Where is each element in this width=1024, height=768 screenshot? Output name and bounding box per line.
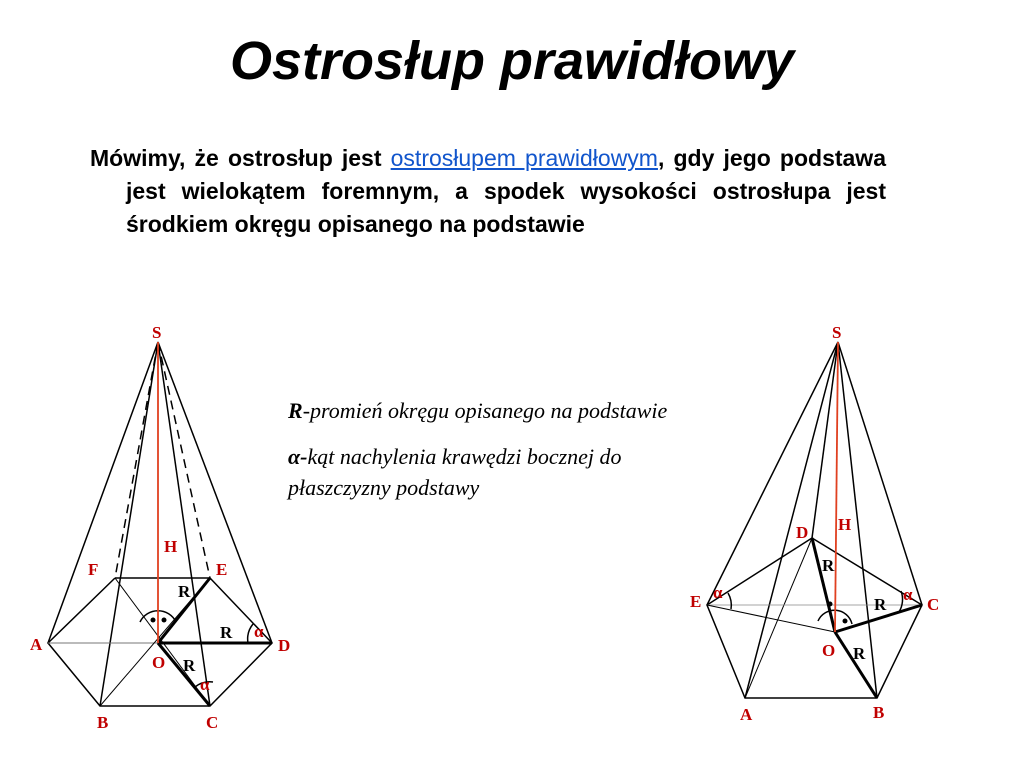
hex-label-O: O (152, 653, 165, 672)
hex-label-C: C (206, 713, 218, 732)
legend-item-angle: α-kąt nachylenia krawędzi bocznej do pła… (288, 441, 678, 503)
hex-base-front-edges (46, 577, 274, 707)
hex-label-A: A (30, 635, 43, 654)
hex-label-H: H (164, 537, 177, 556)
hex-edge-SB (99, 341, 159, 707)
pent-label-S: S (832, 323, 841, 342)
hex-label-alpha-D: α (254, 622, 264, 641)
pent-edge-SE (706, 341, 839, 606)
hex-label-D: D (278, 636, 290, 655)
hex-label-E: E (216, 560, 227, 579)
pent-label-B: B (873, 703, 884, 722)
pent-angle-arc-C (898, 590, 904, 613)
pent-label-R-OC: R (874, 595, 887, 614)
hex-label-alpha-C: α (200, 675, 210, 694)
pent-radius-OC (834, 603, 923, 634)
hex-radius-OE (156, 577, 212, 644)
page-title: Ostrosłup prawidłowy (229, 31, 795, 91)
hex-right-angle-dot-left (150, 617, 156, 623)
hex-radius-OC (156, 642, 212, 707)
legend-symbol-angle: α- (288, 444, 308, 469)
legend-item-radius: R-promień okręgu opisanego na podstawie (288, 395, 678, 426)
pent-radius-OD (810, 537, 837, 633)
legend: R-promień okręgu opisanego na podstawie … (288, 395, 678, 518)
pent-edge-SA (744, 341, 839, 699)
hex-right-angle-dot-right (161, 617, 167, 623)
hex-label-B: B (97, 713, 108, 732)
hex-edge-SA (47, 341, 159, 644)
pent-right-angle-dot-right (842, 618, 848, 624)
pent-label-A: A (740, 705, 753, 724)
pent-edge-SB (837, 341, 878, 699)
hex-label-R-OD: R (220, 623, 233, 642)
hex-angle-arc-D (246, 623, 254, 644)
legend-text-angle: kąt nachylenia krawędzi bocznej do płasz… (288, 444, 622, 500)
definition-paragraph: Mówimy, że ostrosłup jest ostrosłupem pr… (90, 142, 886, 241)
pent-segment-EO (706, 604, 836, 633)
pent-label-alpha-C: α (903, 585, 913, 604)
pent-base (706, 537, 923, 699)
legend-symbol-radius: R (288, 398, 303, 423)
pent-label-O: O (822, 641, 835, 660)
pent-diagonal-AD (744, 537, 813, 699)
hex-label-R-OC: R (183, 656, 196, 675)
hex-label-R-OE: R (178, 582, 191, 601)
pent-angle-arc-E (727, 592, 733, 610)
legend-text-radius: -promień okręgu opisanego na podstawie (302, 398, 668, 423)
pent-height-line (834, 341, 839, 633)
pent-edge-SC (837, 341, 923, 606)
pent-label-D: D (796, 523, 808, 542)
hex-edge-SD (157, 341, 273, 644)
hex-edge-SF (114, 341, 159, 579)
pent-radius-OB (833, 631, 879, 699)
definition-text-after: , gdy jego podstawa jest wielokątem fore… (126, 145, 886, 237)
hex-edge-SC (157, 341, 211, 707)
pent-label-R-OD: R (822, 556, 835, 575)
pent-edge-SD (811, 341, 839, 539)
pent-label-R-OB: R (853, 644, 866, 663)
hex-label-F: F (88, 560, 98, 579)
pent-label-E: E (690, 592, 701, 611)
pent-label-C: C (927, 595, 939, 614)
hex-angle-arc-C (194, 681, 214, 688)
pent-label-alpha-E: α (713, 583, 723, 602)
pent-label-H: H (838, 515, 851, 534)
definition-text-before: Mówimy, że ostrosłup jest (90, 145, 391, 171)
hex-edge-SE (157, 341, 211, 579)
pent-right-angle-dot-left (827, 601, 833, 607)
definition-term-link[interactable]: ostrosłupem prawidłowym (390, 145, 658, 171)
hex-label-S: S (152, 323, 161, 342)
